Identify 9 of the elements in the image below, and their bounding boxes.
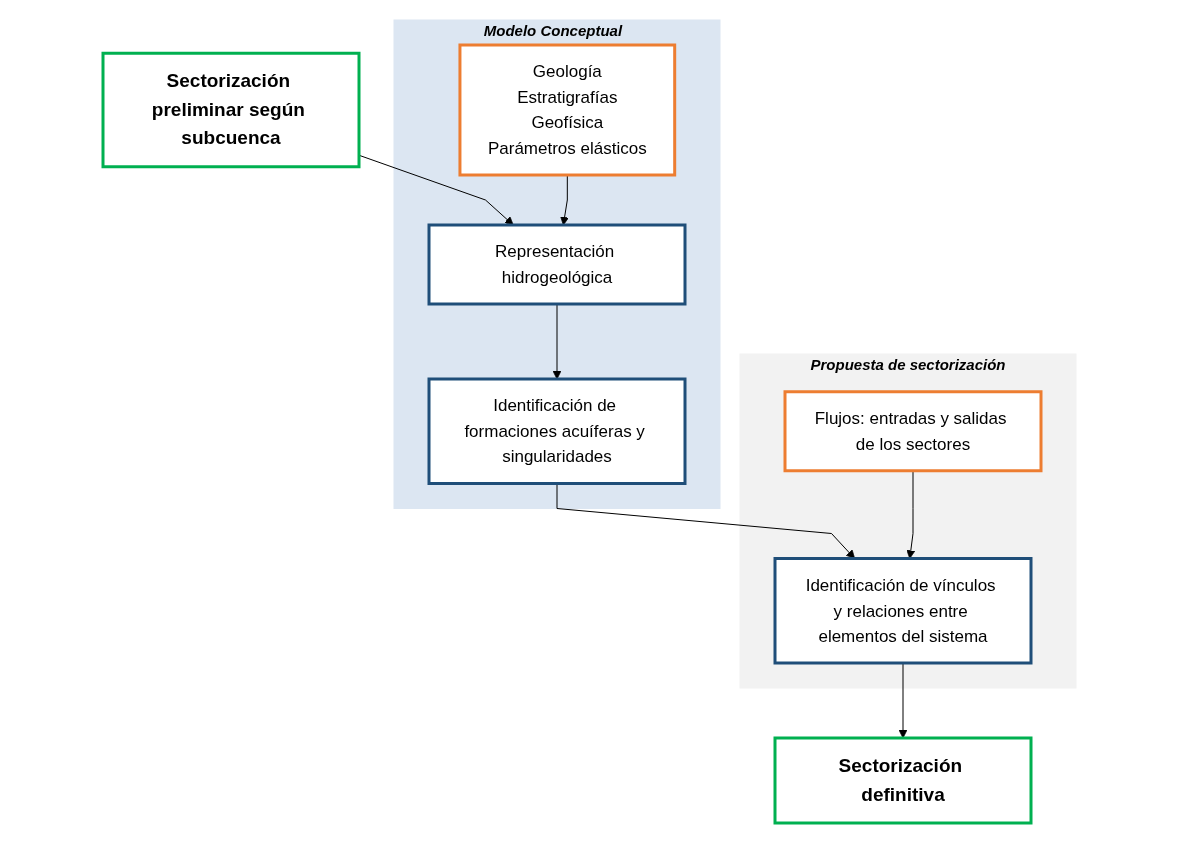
arrow xyxy=(556,483,856,559)
node-box: Representación hidrogeológica xyxy=(427,223,687,306)
arrow xyxy=(906,470,916,559)
node-box: Identificación de formaciones acuíferas y singularidades xyxy=(427,377,687,485)
node-box: Sectorización preliminar según subcuenca xyxy=(101,51,361,169)
node-box: Identificación de vínculos y relaciones entre elementos del sistema xyxy=(773,557,1033,665)
node-box: Sectorización definitiva xyxy=(773,736,1033,825)
node-box: Geología Estratigrafías Geofísica Parámetros elásticos xyxy=(458,43,677,177)
node-box: Flujos: entradas y salidas de los sectores xyxy=(783,390,1043,473)
